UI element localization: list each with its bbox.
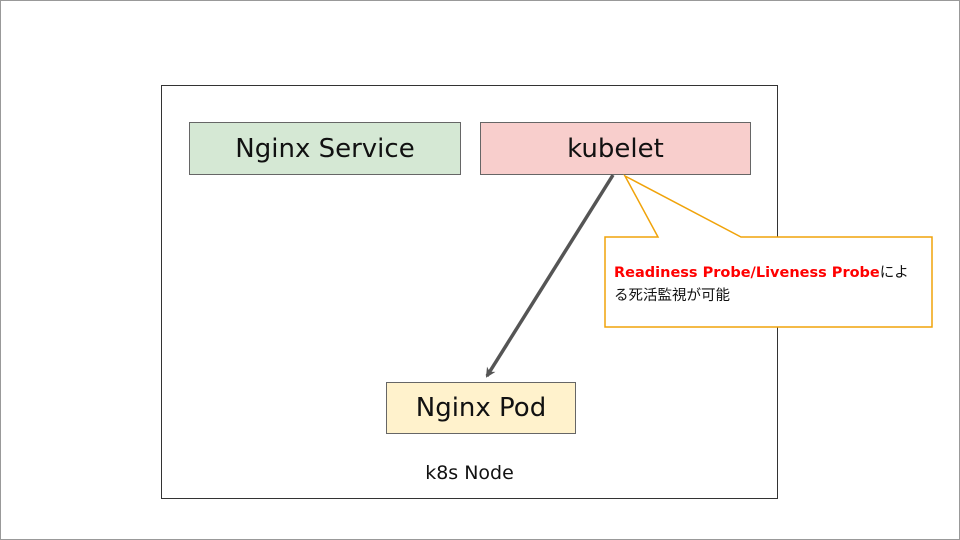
nginx-pod-box: Nginx Pod: [386, 382, 576, 434]
callout-line1-rest: によ: [879, 265, 909, 281]
callout-line2: る死活監視が可能: [614, 288, 730, 304]
probe-callout-text: Readiness Probe/Liveness Probeによ る死活監視が可…: [614, 262, 924, 308]
kubelet-label: kubelet: [567, 133, 664, 164]
nginx-service-label: Nginx Service: [235, 133, 415, 164]
probe-highlight-text: Readiness Probe/Liveness Probe: [614, 265, 880, 281]
nginx-service-box: Nginx Service: [189, 122, 461, 175]
kubelet-box: kubelet: [480, 122, 751, 175]
kubelet-to-pod-arrow: [485, 174, 615, 378]
probe-callout-shape: [604, 174, 933, 328]
nginx-pod-label: Nginx Pod: [415, 393, 547, 423]
k8s-node-label: k8s Node: [425, 462, 514, 484]
